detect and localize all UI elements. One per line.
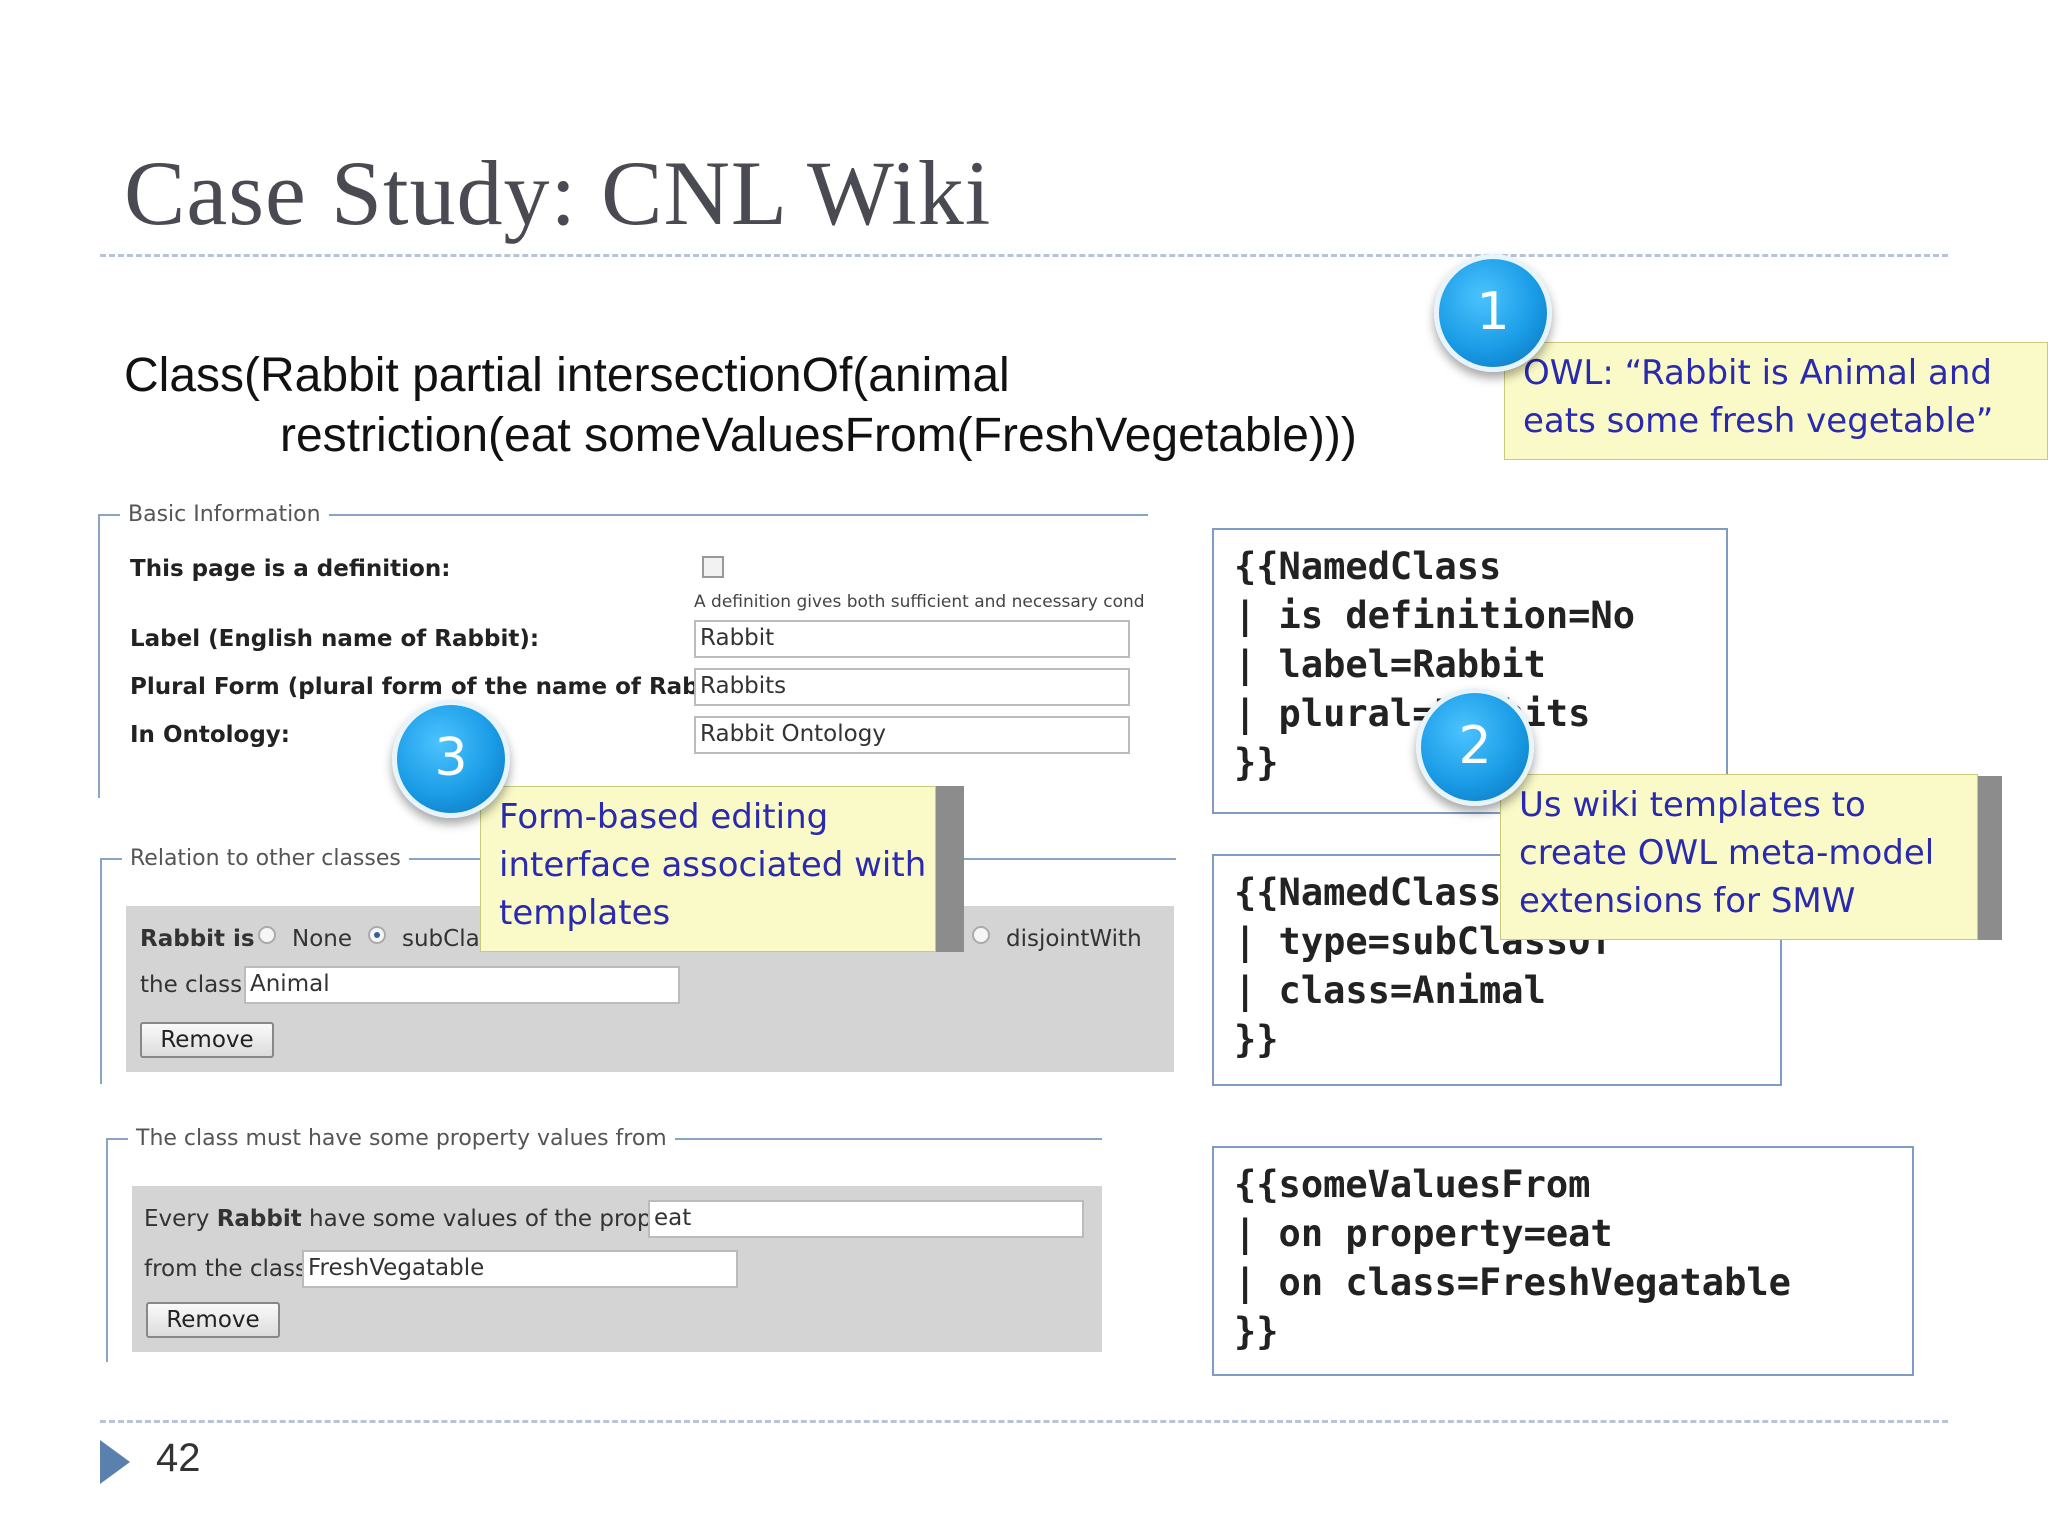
callout-1-line: OWL: “Rabbit is Animal and bbox=[1523, 353, 1993, 393]
code-line: }} bbox=[1234, 741, 1279, 784]
property-class-input[interactable]: FreshVegatable bbox=[302, 1250, 738, 1288]
owl-line-1: Class(Rabbit partial intersectionOf(anim… bbox=[124, 349, 1010, 402]
property-values-section: The class must have some property values… bbox=[106, 1126, 1102, 1362]
every-prefix: Every bbox=[144, 1206, 210, 1232]
radio-disjoint[interactable] bbox=[972, 926, 990, 944]
definition-label: This page is a definition: bbox=[130, 556, 451, 582]
callout-3-line: Form-based editing bbox=[499, 797, 829, 837]
relation-class-label: the class bbox=[140, 972, 243, 998]
every-subject: Rabbit bbox=[216, 1206, 302, 1232]
footer-divider bbox=[100, 1420, 1948, 1423]
code-line: | on class=FreshVegatable bbox=[1234, 1261, 1791, 1304]
property-input[interactable]: eat bbox=[648, 1200, 1084, 1238]
code-line: | is definition=No bbox=[1234, 594, 1635, 637]
callout-3-line: templates bbox=[499, 893, 671, 933]
property-remove-button[interactable]: Remove bbox=[146, 1302, 280, 1338]
ontology-field-label: In Ontology: bbox=[130, 722, 291, 748]
radio-subclass[interactable] bbox=[368, 926, 386, 944]
property-values-legend: The class must have some property values… bbox=[136, 1126, 667, 1151]
bullet-arrow-icon bbox=[100, 1440, 130, 1484]
code-line: | on property=eat bbox=[1234, 1212, 1613, 1255]
radio-subclass-label: subCla bbox=[402, 926, 480, 952]
badge-3: 3 bbox=[392, 700, 510, 818]
definition-note: A definition gives both sufficient and n… bbox=[694, 592, 1145, 612]
code-block-some-values-from: {{someValuesFrom | on property=eat | on cl… bbox=[1212, 1146, 1914, 1376]
basic-information-section: Basic Information bbox=[98, 502, 1148, 798]
callout-1: OWL: “Rabbit is Animal and eats some fres… bbox=[1504, 342, 2048, 460]
badge-2: 2 bbox=[1416, 688, 1534, 806]
code-line: {{NamedClass bbox=[1234, 545, 1502, 588]
code-line: {{someValuesFrom bbox=[1234, 1163, 1591, 1206]
callout-2-line: Us wiki templates to bbox=[1519, 785, 1866, 825]
page-number: 42 bbox=[156, 1436, 201, 1480]
radio-none[interactable] bbox=[258, 926, 276, 944]
radio-none-label: None bbox=[292, 926, 353, 952]
plural-input[interactable]: Rabbits bbox=[694, 668, 1130, 706]
code-line: }} bbox=[1234, 1310, 1279, 1353]
code-line: {{NamedClass bbox=[1234, 871, 1502, 914]
relation-legend: Relation to other classes bbox=[130, 846, 401, 871]
plural-field-label: Plural Form (plural form of the name of … bbox=[130, 674, 754, 700]
label-field-label: Label (English name of Rabbit): bbox=[130, 626, 540, 652]
callout-1-line: eats some fresh vegetable” bbox=[1523, 401, 1994, 441]
label-input[interactable]: Rabbit bbox=[694, 620, 1130, 658]
owl-line-2: restriction(eat someValuesFrom(FreshVege… bbox=[280, 409, 1357, 462]
code-line: }} bbox=[1234, 1018, 1279, 1061]
relation-class-input[interactable]: Animal bbox=[244, 966, 680, 1004]
basic-information-legend: Basic Information bbox=[128, 502, 321, 527]
code-line: | label=Rabbit bbox=[1234, 643, 1546, 686]
callout-3-shadow bbox=[936, 786, 964, 952]
every-suffix: have some values of the property bbox=[309, 1206, 698, 1232]
relation-remove-button[interactable]: Remove bbox=[140, 1022, 274, 1058]
slide-title: Case Study: CNL Wiki bbox=[124, 142, 992, 244]
callout-2: Us wiki templates to create OWL meta-mode… bbox=[1500, 774, 1978, 940]
definition-checkbox[interactable] bbox=[702, 556, 724, 578]
radio-disjoint-label: disjointWith bbox=[1006, 926, 1142, 952]
code-line: | class=Animal bbox=[1234, 969, 1546, 1012]
every-sentence: Every Rabbit have some values of the pro… bbox=[144, 1206, 698, 1232]
rabbit-is-label: Rabbit is bbox=[140, 926, 255, 952]
badge-1: 1 bbox=[1434, 254, 1552, 372]
from-class-label: from the class bbox=[144, 1256, 307, 1282]
callout-2-line: extensions for SMW bbox=[1519, 881, 1856, 921]
callout-3: Form-based editing interface associated w… bbox=[480, 786, 936, 952]
owl-expression: Class(Rabbit partial intersectionOf(anim… bbox=[124, 346, 1357, 466]
title-divider bbox=[100, 254, 1948, 257]
callout-3-line: interface associated with bbox=[499, 845, 927, 885]
callout-2-shadow bbox=[1976, 776, 2002, 940]
callout-2-line: create OWL meta-model bbox=[1519, 833, 1935, 873]
ontology-input[interactable]: Rabbit Ontology bbox=[694, 716, 1130, 754]
